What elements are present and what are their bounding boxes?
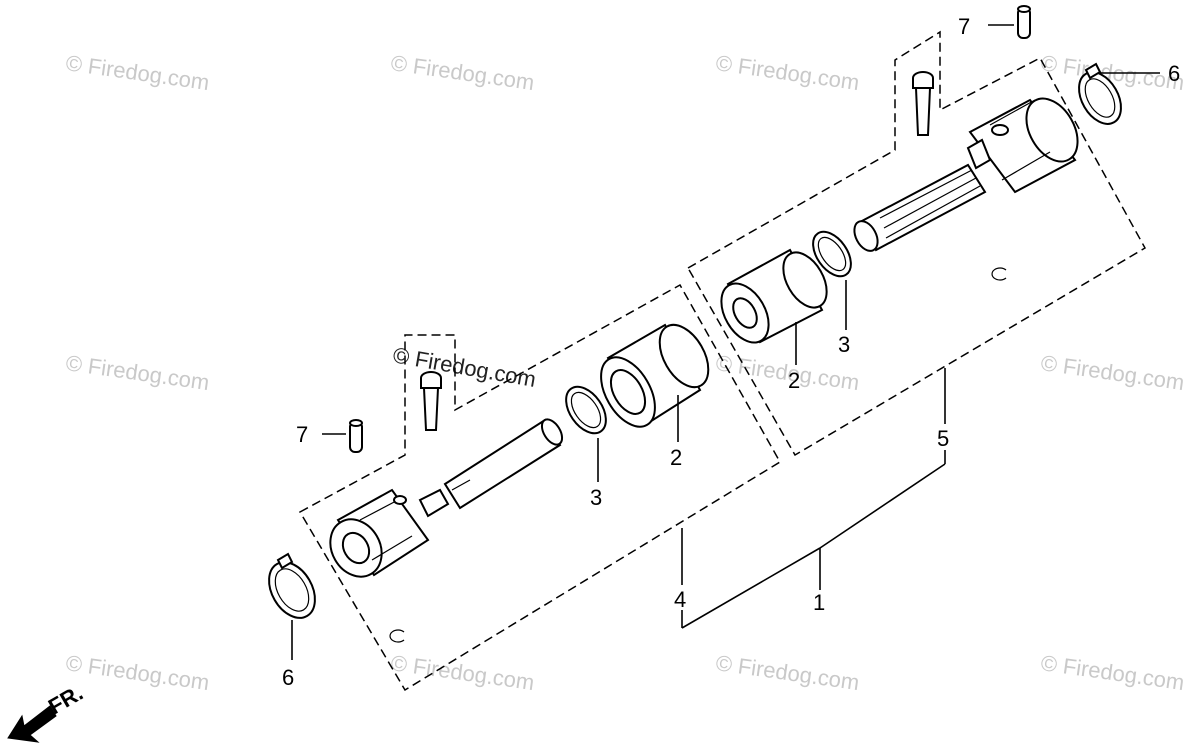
lower-shaft (418, 418, 564, 518)
upper-clamp-band (1078, 62, 1122, 125)
lower-seal-ring (565, 385, 607, 435)
lower-bolt (420, 371, 442, 431)
lower-assembly-outline (298, 283, 782, 692)
lower-circlip (389, 629, 405, 643)
upper-yoke (966, 97, 1079, 194)
lower-clamp-band (268, 552, 316, 619)
callout-5: 5 (937, 426, 949, 451)
callout-2-lower: 2 (670, 445, 682, 470)
upper-pin (1017, 5, 1031, 39)
front-arrow-icon (7, 705, 57, 743)
callout-6-upper: 6 (1168, 61, 1180, 86)
watermark: © Firedog.com (389, 50, 536, 95)
watermark: © Firedog.com (714, 650, 861, 695)
leader-lines (291, 24, 1160, 660)
callout-1: 1 (813, 590, 825, 615)
lower-yoke (329, 488, 430, 578)
upper-boot (720, 248, 828, 344)
watermark: © Firedog.com (1039, 350, 1186, 395)
upper-bolt (912, 71, 934, 136)
watermark: © Firedog.com (64, 50, 211, 95)
watermark: © Firedog.com (389, 650, 536, 695)
lower-boot (600, 323, 710, 428)
callout-7-upper: 7 (958, 14, 970, 39)
callout-4: 4 (674, 587, 686, 612)
upper-circlip (991, 267, 1007, 281)
callout-7-lower: 7 (296, 422, 308, 447)
callout-3-lower: 3 (590, 485, 602, 510)
callout-2-upper: 2 (788, 368, 800, 393)
watermark: © Firedog.com (391, 342, 538, 392)
callout-labels: 7 6 7 6 3 2 2 3 5 4 1 (282, 14, 1180, 690)
upper-splined-shaft (853, 163, 987, 252)
upper-assembly-outline (686, 30, 1147, 457)
upper-seal-ring (812, 230, 852, 278)
watermark: © Firedog.com (714, 50, 861, 95)
callout-3-upper: 3 (838, 332, 850, 357)
watermark: © Firedog.com (64, 650, 211, 695)
watermark: © Firedog.com (1039, 650, 1186, 695)
watermark: © Firedog.com (64, 350, 211, 395)
callout-6-lower: 6 (282, 665, 294, 690)
lower-pin (349, 419, 363, 453)
front-direction-indicator: FR. (7, 680, 87, 743)
